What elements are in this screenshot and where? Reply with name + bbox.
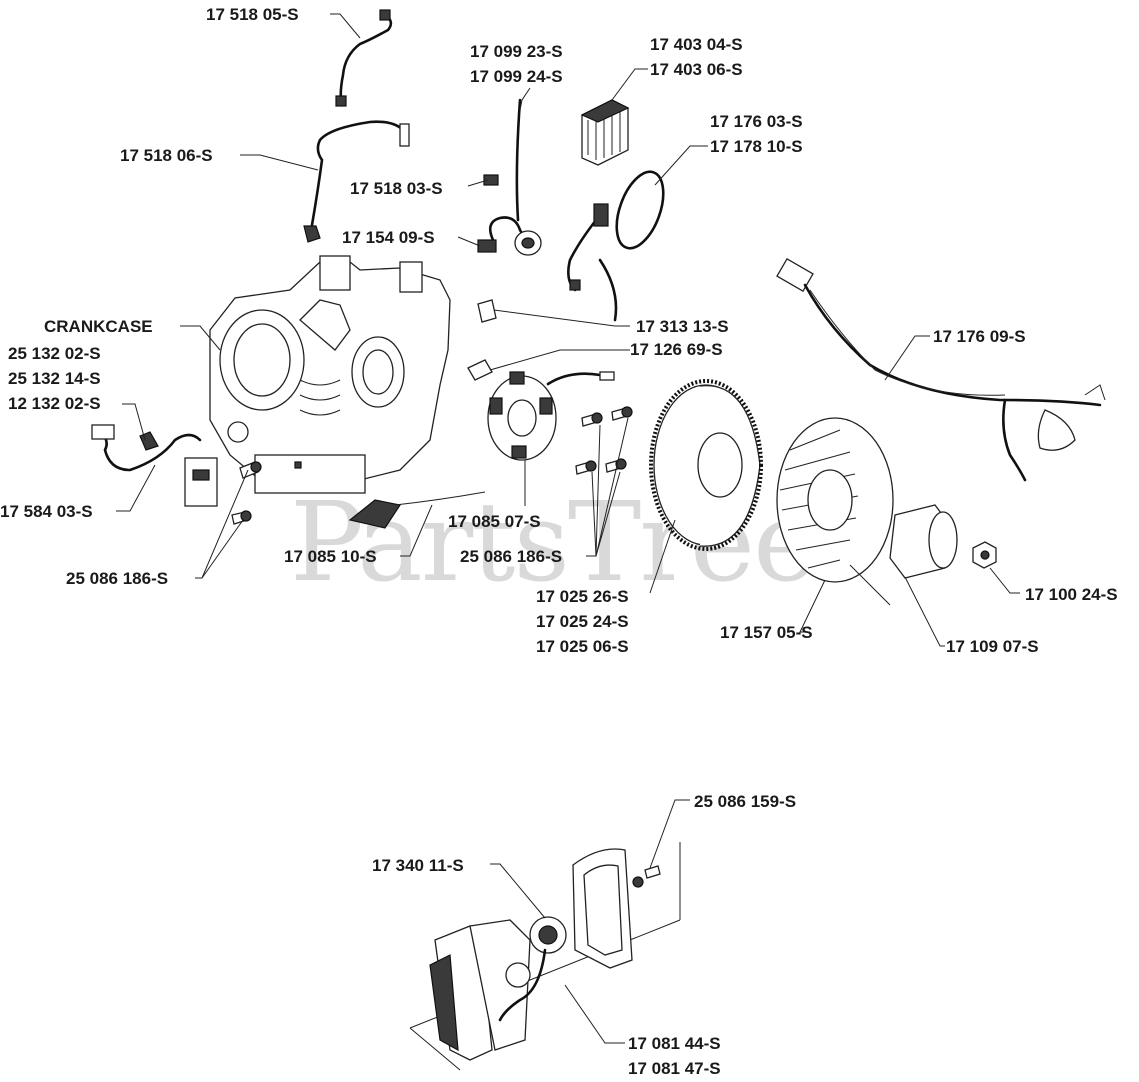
flywheel-part bbox=[649, 379, 763, 551]
label-17-126-69-s: 17 126 69-S bbox=[630, 340, 723, 359]
control-panel-part bbox=[409, 842, 681, 1071]
nut-part bbox=[477, 299, 497, 323]
label-17-085-10-s: 17 085 10-S bbox=[284, 547, 377, 566]
wire-loop-part bbox=[567, 170, 665, 322]
label-17-025-06-s: 17 025 06-S bbox=[536, 637, 629, 656]
connector-part bbox=[477, 239, 497, 253]
label-17-518-03-s: 17 518 03-S bbox=[350, 179, 443, 198]
leader-lines bbox=[116, 13, 1020, 1044]
label-25-086-186-s-left: 25 086 186-S bbox=[66, 569, 168, 588]
label-25-132-02-s: 25 132 02-S bbox=[8, 344, 101, 363]
harness-plate-part bbox=[348, 491, 486, 529]
label-17-025-24-s: 17 025 24-S bbox=[536, 612, 629, 631]
voltage-regulator-part bbox=[580, 99, 630, 166]
label-crankcase: CRANKCASE bbox=[44, 317, 153, 336]
cooling-fan-part bbox=[776, 417, 894, 606]
ground-wire-part bbox=[303, 120, 410, 243]
bracket-part bbox=[467, 359, 493, 381]
wiring-harness-part bbox=[776, 257, 1106, 482]
label-25-086-186-s-middle: 25 086 186-S bbox=[460, 547, 562, 566]
label-17-313-13-s: 17 313 13-S bbox=[636, 317, 729, 336]
label-17-176-09-s: 17 176 09-S bbox=[933, 327, 1026, 346]
stator-part bbox=[487, 371, 615, 461]
label-17-340-11-s: 17 340 11-S bbox=[372, 856, 464, 875]
label-17-403-04-s: 17 403 04-S bbox=[650, 35, 743, 54]
label-17-403-06-s: 17 403 06-S bbox=[650, 60, 743, 79]
flywheel-nut-part bbox=[972, 541, 997, 569]
bolts-middle-part bbox=[575, 406, 633, 475]
label-17-157-05-s: 17 157 05-S bbox=[720, 623, 813, 642]
label-17-085-07-s: 17 085 07-S bbox=[448, 512, 541, 531]
label-25-132-14-s: 25 132 14-S bbox=[8, 369, 101, 388]
label-17-154-09-s: 17 154 09-S bbox=[342, 228, 435, 247]
label-17-518-05-s: 17 518 05-S bbox=[206, 5, 299, 24]
ignition-module-part bbox=[488, 98, 542, 256]
label-17-081-47-s: 17 081 47-S bbox=[628, 1059, 721, 1078]
label-17-176-03-s: 17 176 03-S bbox=[710, 112, 803, 131]
label-17-099-23-s: 17 099 23-S bbox=[470, 42, 563, 61]
label-25-086-159-s: 25 086 159-S bbox=[694, 792, 796, 811]
label-17-178-10-s: 17 178 10-S bbox=[710, 137, 803, 156]
label-17-099-24-s: 17 099 24-S bbox=[470, 67, 563, 86]
clip-part bbox=[483, 174, 499, 186]
label-17-081-44-s: 17 081 44-S bbox=[628, 1034, 721, 1053]
bolts-left-part bbox=[231, 461, 262, 525]
starter-cup-part bbox=[889, 504, 958, 579]
label-17-584-03-s: 17 584 03-S bbox=[0, 502, 93, 521]
label-17-518-06-s: 17 518 06-S bbox=[120, 146, 213, 165]
label-12-132-02-s: 12 132 02-S bbox=[8, 394, 101, 413]
label-17-025-26-s: 17 025 26-S bbox=[536, 587, 629, 606]
spark-plug-wire-part bbox=[335, 9, 393, 107]
oil-sensor-part bbox=[91, 424, 218, 507]
label-17-100-24-s: 17 100 24-S bbox=[1025, 585, 1118, 604]
part-labels: 17 518 05-S 17 099 23-S 17 099 24-S 17 4… bbox=[0, 5, 1118, 1078]
label-17-109-07-s: 17 109 07-S bbox=[946, 637, 1039, 656]
crankcase-part bbox=[209, 255, 451, 494]
